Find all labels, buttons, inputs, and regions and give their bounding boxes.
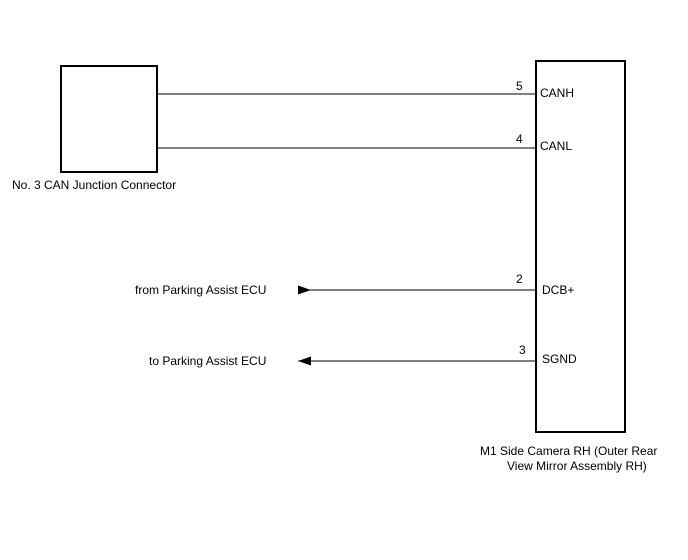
pin-signal-canl: CANL — [540, 139, 572, 153]
pin-signal-canh: CANH — [540, 86, 574, 100]
pin-signal-sgnd: SGND — [542, 352, 577, 366]
can-junction-connector-label: No. 3 CAN Junction Connector — [12, 178, 176, 192]
side-camera-label-line1: M1 Side Camera RH (Outer Rear — [480, 444, 657, 458]
to-parking-assist-ecu-label: to Parking Assist ECU — [149, 354, 266, 368]
from-parking-assist-ecu-label: from Parking Assist ECU — [135, 283, 266, 297]
pin-number-sgnd: 3 — [519, 343, 526, 357]
pin-number-canl: 4 — [516, 132, 523, 146]
side-camera-label-line2: View Mirror Assembly RH) — [507, 459, 647, 473]
side-camera-box — [535, 60, 626, 433]
can-junction-connector-box — [60, 65, 158, 173]
arrow-right-icon — [298, 285, 311, 295]
arrow-left-icon — [298, 356, 311, 366]
pin-signal-dcb-plus: DCB+ — [542, 283, 574, 297]
pin-number-dcb-plus: 2 — [516, 272, 523, 286]
pin-number-canh: 5 — [516, 79, 523, 93]
